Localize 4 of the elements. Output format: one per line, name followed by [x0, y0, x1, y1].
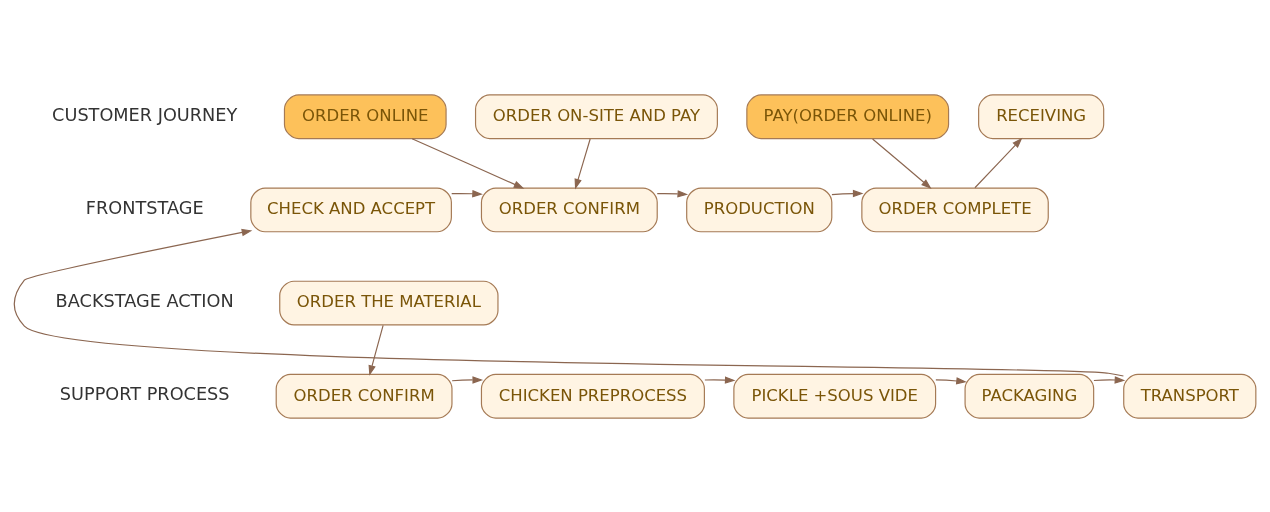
- label: BACKSTAGE ACTION: [55, 290, 234, 311]
- label: SUPPORT PROCESS: [59, 383, 230, 404]
- label: CUSTOMER JOURNEY: [52, 104, 238, 125]
- label: FRONTSTAGE: [85, 197, 204, 218]
